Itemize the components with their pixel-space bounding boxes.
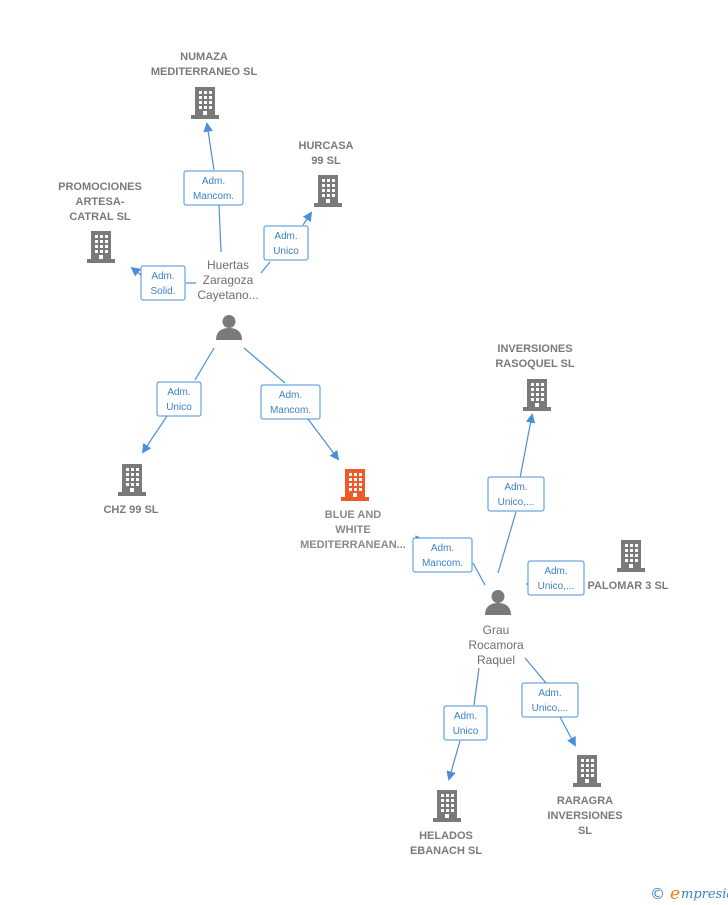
company-name: PALOMAR 3 SL bbox=[587, 580, 668, 592]
person-nodes: Huertas Zaragoza Cayetano... Grau Rocamo… bbox=[197, 258, 524, 667]
relation-line: Adm. bbox=[274, 231, 297, 242]
building-icon bbox=[573, 755, 601, 787]
company-name: RARAGRA bbox=[557, 795, 613, 807]
person-node[interactable]: Grau Rocamora Raquel bbox=[468, 590, 524, 667]
relation-line: Adm. bbox=[431, 543, 454, 554]
company-name: ARTESA- bbox=[76, 196, 125, 208]
relation-line: Mancom. bbox=[422, 558, 463, 569]
company-node[interactable]: INVERSIONES RASOQUEL SL bbox=[495, 343, 575, 411]
person-name: Raquel bbox=[477, 653, 515, 667]
company-node[interactable]: CHZ 99 SL bbox=[103, 464, 159, 516]
relations: Adm. Mancom. Adm. Unico Adm. Solid. Adm.… bbox=[140, 170, 585, 741]
relation-line: Unico bbox=[453, 726, 479, 737]
company-name: MEDITERRANEAN... bbox=[300, 539, 406, 551]
building-icon bbox=[433, 790, 461, 822]
company-name: RASOQUEL SL bbox=[495, 358, 575, 370]
person-icon bbox=[485, 590, 511, 615]
person-node[interactable]: Huertas Zaragoza Cayetano... bbox=[197, 258, 259, 340]
edge-grau-helados bbox=[449, 667, 480, 779]
company-node[interactable]: PALOMAR 3 SL bbox=[587, 540, 669, 592]
relation-line: Adm. bbox=[202, 176, 225, 187]
building-icon bbox=[191, 87, 219, 119]
company-name: PROMOCIONES bbox=[58, 181, 142, 193]
relation-line: Unico,... bbox=[538, 581, 575, 592]
company-name: MEDITERRANEO SL bbox=[151, 66, 258, 78]
relation-line: Unico bbox=[273, 246, 299, 257]
building-icon bbox=[314, 175, 342, 207]
company-name: BLUE AND bbox=[325, 509, 381, 521]
edges bbox=[132, 124, 575, 779]
edge-huertas-hurcasa bbox=[260, 213, 311, 274]
relation-label[interactable]: Adm. Unico bbox=[263, 225, 309, 261]
person-name: Cayetano... bbox=[197, 288, 258, 302]
person-name: Rocamora bbox=[468, 638, 524, 652]
building-icon bbox=[341, 469, 369, 501]
relation-label[interactable]: Adm. Mancom. bbox=[412, 537, 473, 573]
person-icon bbox=[216, 315, 242, 340]
company-node[interactable]: HURCASA 99 SL bbox=[299, 140, 354, 207]
relation-line: Solid. bbox=[150, 286, 175, 297]
relation-label[interactable]: Adm. Mancom. bbox=[183, 170, 244, 206]
relation-label[interactable]: Adm. Unico,... bbox=[521, 682, 579, 718]
person-name: Zaragoza bbox=[203, 273, 254, 287]
relation-line: Adm. bbox=[167, 387, 190, 398]
company-name: CHZ 99 SL bbox=[103, 504, 158, 516]
brand-initial: e bbox=[670, 884, 680, 904]
relation-line: Unico,... bbox=[498, 497, 535, 508]
building-icon bbox=[87, 231, 115, 263]
company-node[interactable]: RARAGRA INVERSIONES SL bbox=[547, 755, 623, 837]
company-name: NUMAZA bbox=[180, 51, 228, 63]
company-name: EBANACH SL bbox=[410, 845, 482, 857]
relation-label[interactable]: Adm. Solid. bbox=[140, 265, 186, 301]
company-node[interactable]: NUMAZA MEDITERRANEO SL bbox=[151, 51, 258, 119]
relation-line: Adm. bbox=[454, 711, 477, 722]
edge-grau-raragra bbox=[524, 657, 575, 745]
relation-label[interactable]: Adm. Mancom. bbox=[260, 384, 321, 420]
company-node[interactable]: HELADOS EBANACH SL bbox=[410, 790, 482, 857]
relation-line: Adm. bbox=[544, 566, 567, 577]
person-name: Grau bbox=[483, 623, 510, 637]
company-name: HELADOS bbox=[419, 830, 473, 842]
company-name: WHITE bbox=[335, 524, 370, 536]
company-node-highlighted[interactable]: BLUE AND WHITE MEDITERRANEAN... bbox=[300, 469, 406, 551]
edge-huertas-numaza bbox=[207, 124, 222, 253]
relation-line: Mancom. bbox=[193, 191, 234, 202]
company-nodes: NUMAZA MEDITERRANEO SL HURCASA 99 SL PRO… bbox=[58, 51, 669, 857]
building-icon bbox=[118, 464, 146, 496]
company-node[interactable]: PROMOCIONES ARTESA- CATRAL SL bbox=[58, 181, 142, 263]
brand-name: mpresia bbox=[681, 887, 728, 902]
relation-line: Adm. bbox=[504, 482, 527, 493]
company-name: 99 SL bbox=[311, 155, 341, 167]
brand-logo[interactable]: © e mpresia bbox=[650, 884, 728, 904]
building-icon bbox=[523, 379, 551, 411]
company-name: CATRAL SL bbox=[69, 211, 131, 223]
relation-line: Unico bbox=[166, 402, 192, 413]
relation-line: Unico,... bbox=[532, 703, 569, 714]
person-name: Huertas bbox=[207, 258, 249, 272]
edge-grau-rasoquel bbox=[497, 415, 532, 574]
relation-line: Adm. bbox=[538, 688, 561, 699]
relation-line: Adm. bbox=[151, 271, 174, 282]
building-icon bbox=[617, 540, 645, 572]
relation-line: Mancom. bbox=[270, 405, 311, 416]
company-name: HURCASA bbox=[299, 140, 354, 152]
company-name: INVERSIONES bbox=[497, 343, 572, 355]
company-name: SL bbox=[578, 825, 592, 837]
company-name: INVERSIONES bbox=[547, 810, 622, 822]
edge-huertas-promociones bbox=[132, 268, 196, 284]
relation-label[interactable]: Adm. Unico,... bbox=[487, 476, 545, 512]
relation-line: Adm. bbox=[279, 390, 302, 401]
copyright-symbol: © bbox=[650, 885, 665, 903]
relation-label[interactable]: Adm. Unico bbox=[156, 381, 202, 417]
relation-label[interactable]: Adm. Unico bbox=[443, 705, 488, 741]
edge-huertas-blue bbox=[243, 347, 338, 459]
edge-huertas-chz bbox=[143, 347, 215, 452]
relation-label[interactable]: Adm. Unico,... bbox=[527, 560, 585, 596]
